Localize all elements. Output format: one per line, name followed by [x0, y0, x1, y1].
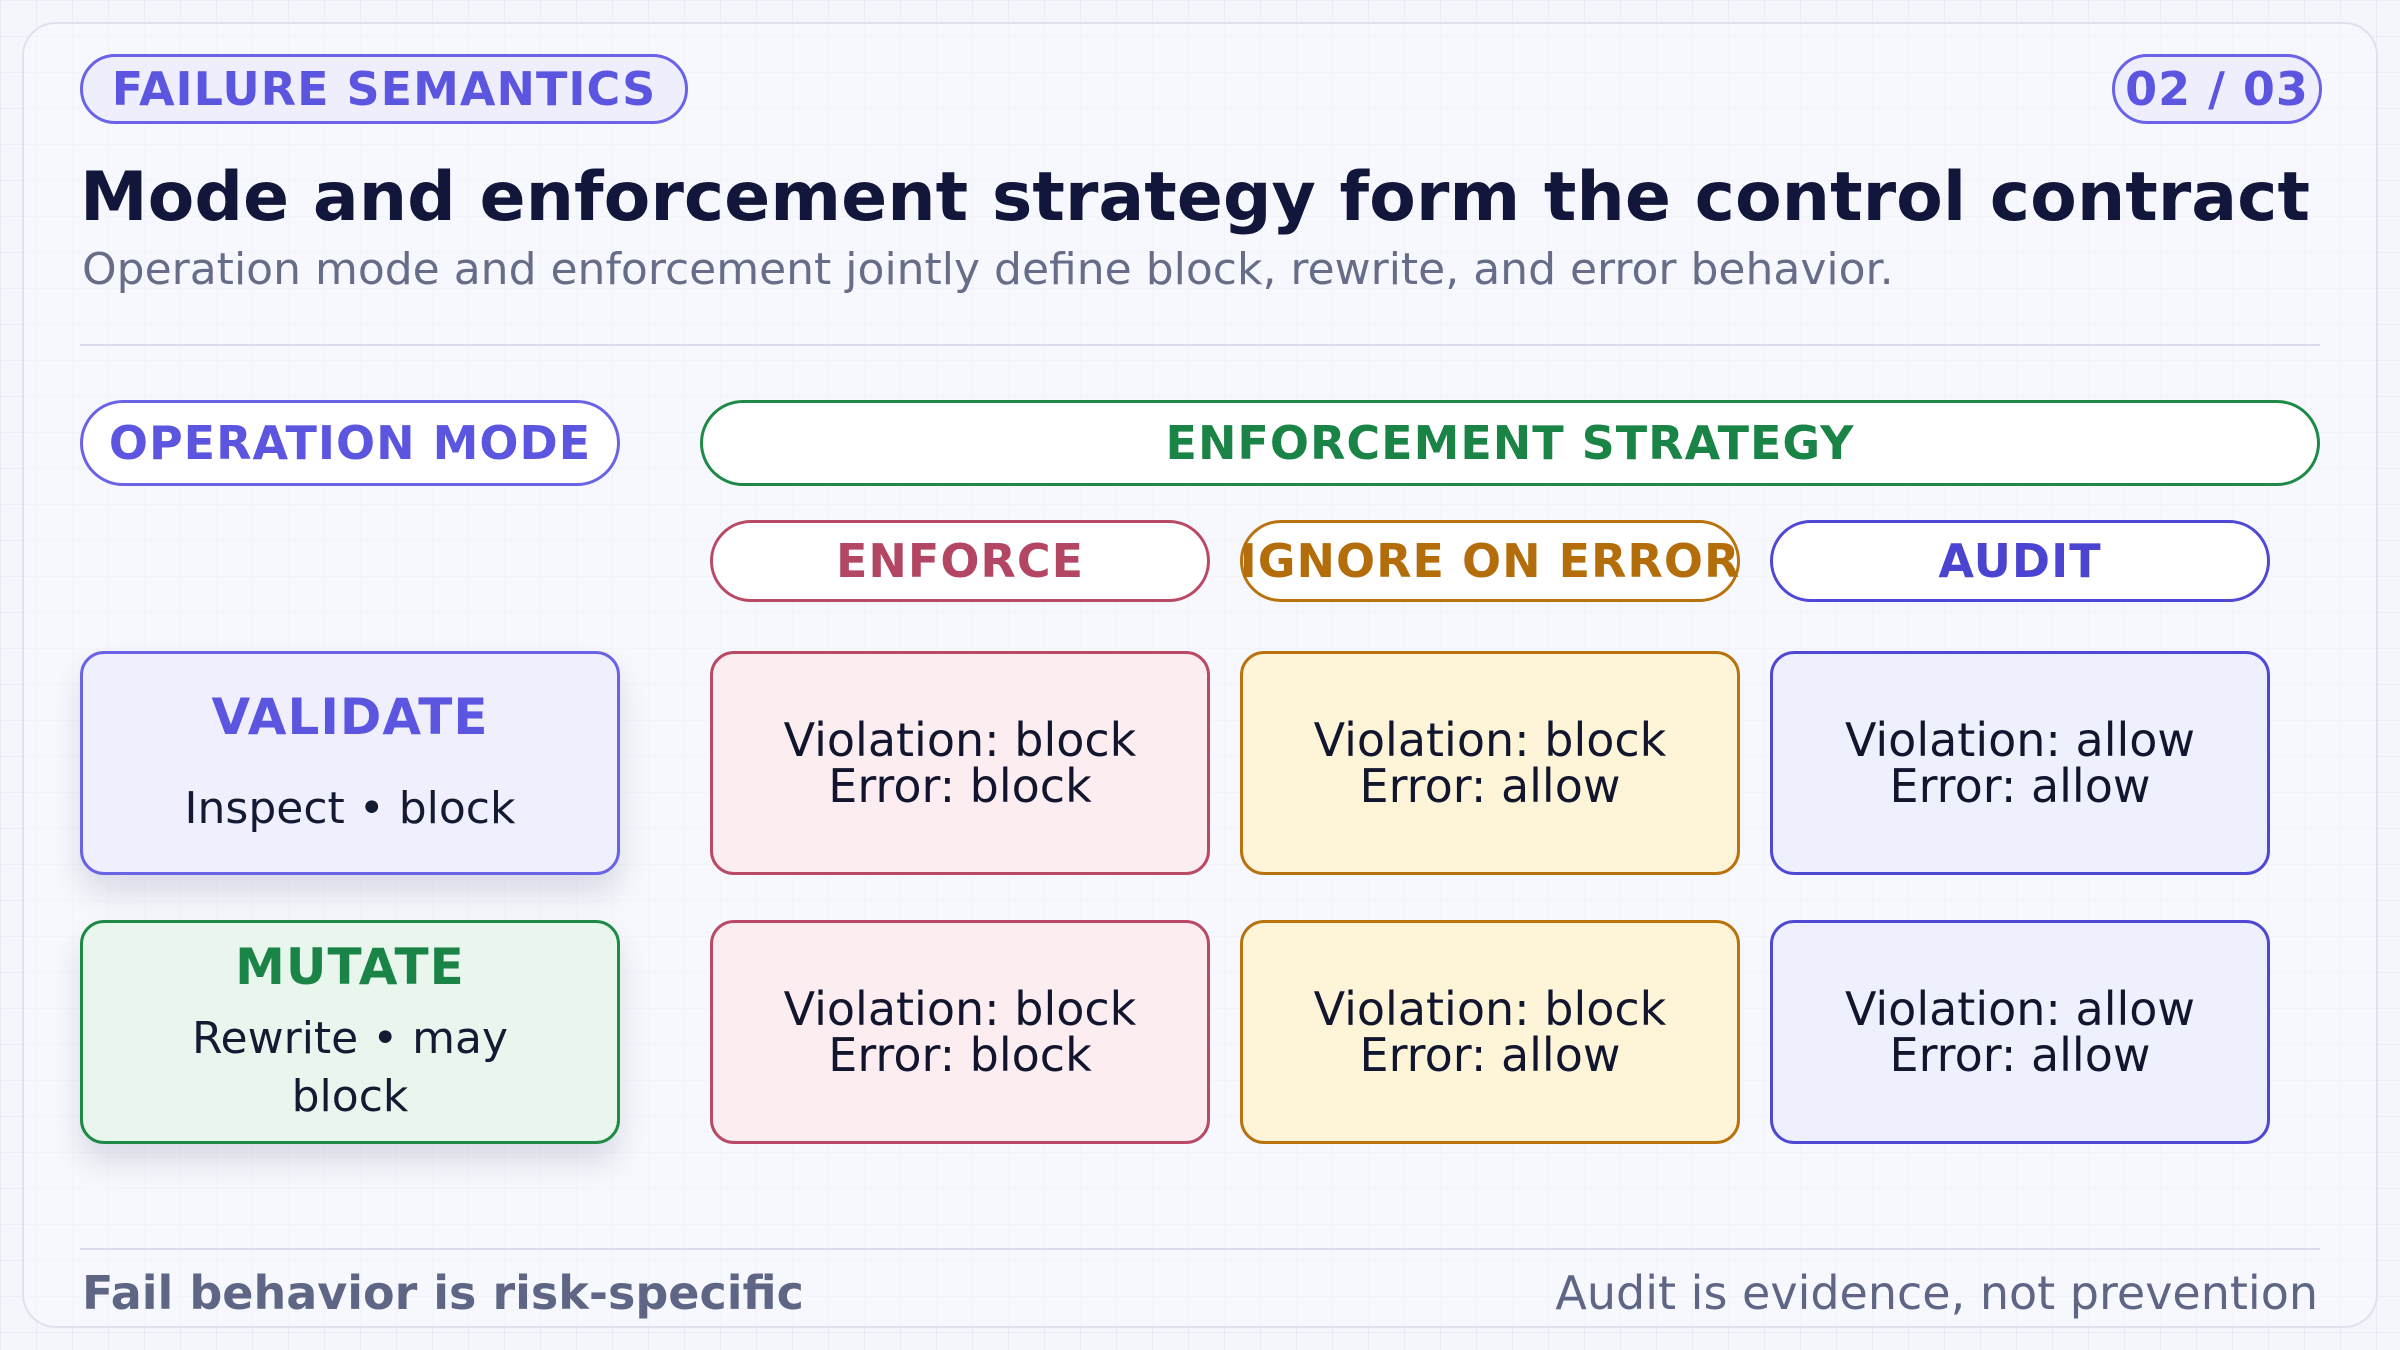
cell-mutate-ignore-on-error: Violation: block Error: allow — [1240, 920, 1740, 1144]
cell-validate-ignore-on-error: Violation: block Error: allow — [1240, 651, 1740, 875]
mode-description: Inspect • block — [184, 783, 516, 834]
violation-outcome: Violation: allow — [1844, 713, 2196, 767]
page-indicator: 02 / 03 — [2112, 54, 2322, 124]
page-title: Mode and enforcement strategy form the c… — [80, 158, 2310, 237]
enforcement-strategy-header: ENFORCEMENT STRATEGY — [700, 400, 2320, 486]
error-outcome: Error: allow — [1889, 759, 2151, 813]
violation-outcome: Violation: block — [783, 713, 1137, 767]
footer-note: Audit is evidence, not prevention — [1555, 1266, 2318, 1320]
mode-description: Rewrite • may block — [191, 1013, 509, 1122]
cell-validate-audit: Violation: allow Error: allow — [1770, 651, 2270, 875]
operation-mode-header: OPERATION MODE — [80, 400, 620, 486]
error-outcome: Error: block — [828, 1028, 1092, 1082]
mode-validate: VALIDATE Inspect • block — [80, 651, 620, 875]
section-tag: FAILURE SEMANTICS — [80, 54, 688, 124]
error-outcome: Error: block — [828, 759, 1092, 813]
column-header-enforce: ENFORCE — [710, 520, 1210, 602]
column-header-audit: AUDIT — [1770, 520, 2270, 602]
column-header-ignore-on-error: IGNORE ON ERROR — [1240, 520, 1740, 602]
violation-outcome: Violation: block — [1313, 713, 1667, 767]
header-divider — [80, 344, 2320, 346]
violation-outcome: Violation: block — [783, 982, 1137, 1036]
cell-mutate-enforce: Violation: block Error: block — [710, 920, 1210, 1144]
mode-mutate: MUTATE Rewrite • may block — [80, 920, 620, 1144]
footer-takeaway: Fail behavior is risk-specific — [82, 1266, 804, 1320]
mode-name: VALIDATE — [211, 688, 489, 746]
footer-divider — [80, 1248, 2320, 1250]
violation-outcome: Violation: block — [1313, 982, 1667, 1036]
page-subtitle: Operation mode and enforcement jointly d… — [82, 244, 1894, 295]
cell-validate-enforce: Violation: block Error: block — [710, 651, 1210, 875]
mode-name: MUTATE — [235, 938, 465, 996]
error-outcome: Error: allow — [1359, 1028, 1621, 1082]
cell-mutate-audit: Violation: allow Error: allow — [1770, 920, 2270, 1144]
violation-outcome: Violation: allow — [1844, 982, 2196, 1036]
error-outcome: Error: allow — [1359, 759, 1621, 813]
error-outcome: Error: allow — [1889, 1028, 2151, 1082]
